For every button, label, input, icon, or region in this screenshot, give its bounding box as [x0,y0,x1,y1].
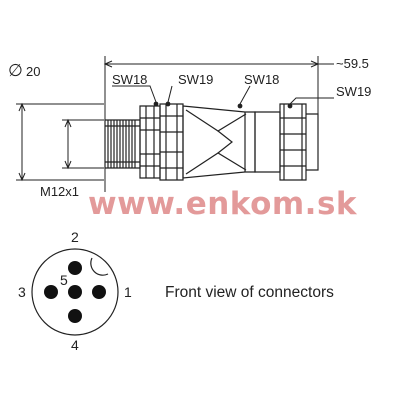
thread-label: M12x1 [40,184,79,199]
pin-number-5: 5 [60,272,68,288]
pin-5 [68,285,82,299]
pin-number-3: 3 [18,284,26,300]
leader-dots [153,101,293,109]
grip-body [182,105,256,179]
pin-numbers: 2 3 5 1 4 [18,229,132,353]
pin-1 [92,285,106,299]
diameter-symbol: ∅ [8,61,23,80]
pin-number-2: 2 [71,229,79,245]
front-view-caption: Front view of connectors [165,284,334,301]
pin-number-4: 4 [71,337,79,353]
sw-label-gland: SW19 [336,84,371,99]
pin-2 [68,261,82,275]
pin-number-1: 1 [124,284,132,300]
connector-front-view [31,248,119,336]
thread-section [104,119,141,169]
cable-gland [254,103,319,181]
sw-label-hex: SW19 [178,72,213,87]
dimension-labels: ∅ 20 ~59.5 M12x1 SW18 SW19 SW18 SW19 [8,56,371,199]
pin-3 [44,285,58,299]
watermark: www.enkom.sk [88,186,358,222]
sw-label-grip: SW18 [244,72,279,87]
sw-label-nut: SW18 [112,72,147,87]
connector-side-view [104,103,319,181]
diameter-label: 20 [26,64,40,79]
hex-body [159,103,184,181]
pin-4 [68,309,82,323]
dimension-lines [16,56,334,192]
length-label: ~59.5 [336,56,369,71]
coupling-nut [139,105,161,179]
